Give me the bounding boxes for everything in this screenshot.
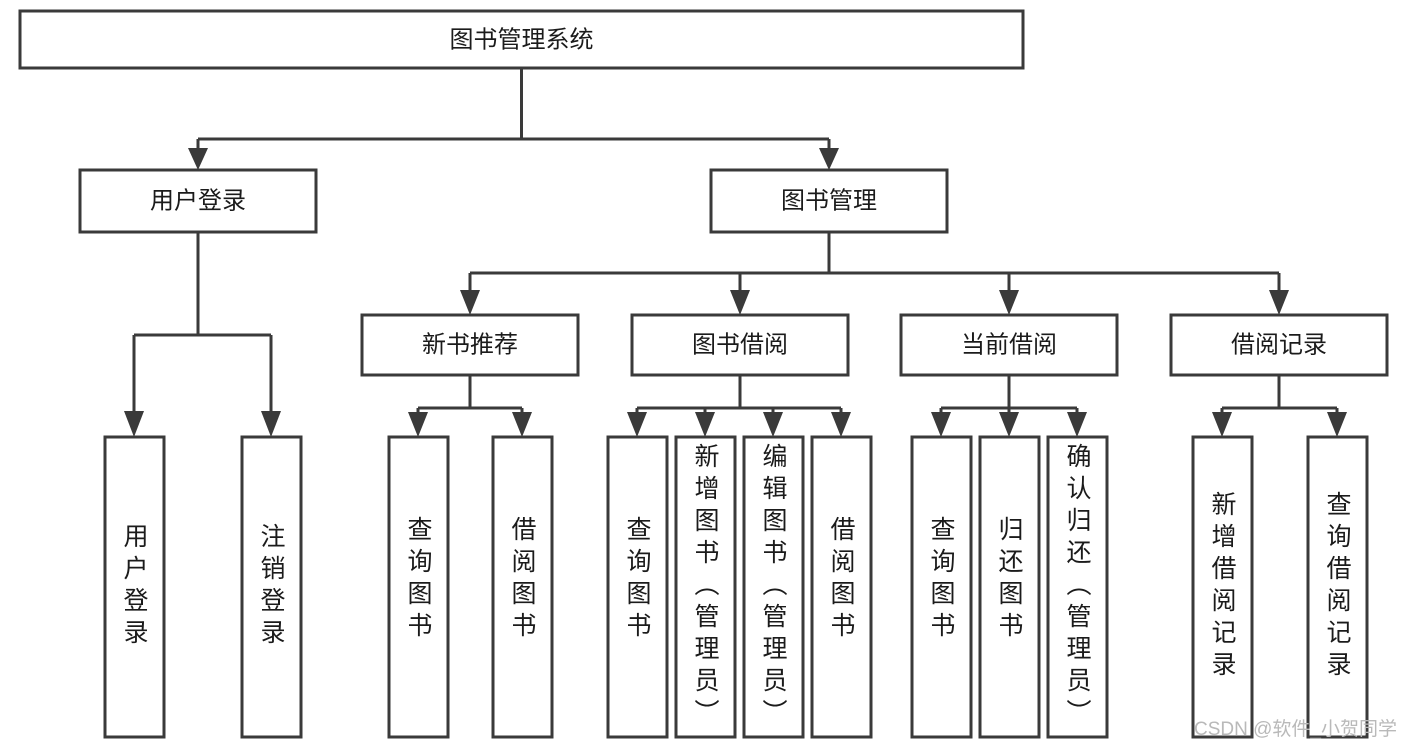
node-leaf-logout-login-label: 注销登录 (257, 523, 286, 651)
node-borrow-record-box (1169, 313, 1389, 377)
node-leaf-return-book[interactable]: 归还图书 (978, 435, 1041, 739)
node-leaf-confirm-return[interactable]: 确认归还（管理员） (1046, 435, 1109, 739)
node-leaf-edit-book[interactable]: 编辑图书（管理员） (742, 435, 805, 739)
arrow-head-book-borrow (730, 290, 750, 315)
node-leaf-query-book-1-box (387, 435, 450, 739)
arrow-head-leaf-return-book (999, 412, 1019, 437)
node-leaf-confirm-return-label: 确认归还（管理员） (1063, 443, 1092, 731)
node-current-borrow[interactable]: 当前借阅 (899, 313, 1119, 377)
node-leaf-return-book-label: 归还图书 (995, 516, 1024, 644)
node-root-box (18, 9, 1025, 70)
node-borrow-record-label: 借阅记录 (1231, 331, 1327, 358)
arrow-head-borrow-record (1269, 290, 1289, 315)
node-leaf-borrow-book-2-label: 借阅图书 (827, 516, 856, 644)
node-user-login[interactable]: 用户登录 (78, 168, 318, 234)
node-leaf-query-book-1-label: 查询图书 (404, 516, 433, 644)
node-leaf-query-borrow-record-label: 查询借阅记录 (1323, 491, 1352, 683)
arrow-head-leaf-logout-login (261, 411, 281, 437)
node-leaf-user-login-label: 用户登录 (120, 523, 149, 651)
node-new-book-recommend-box (360, 313, 580, 377)
arrow-head-leaf-user-login (124, 411, 144, 437)
node-book-borrow-box (630, 313, 850, 377)
node-book-management-box (709, 168, 949, 234)
node-leaf-query-book-2-box (606, 435, 669, 739)
node-leaf-return-book-box (978, 435, 1041, 739)
node-leaf-query-book-2-label: 查询图书 (623, 516, 652, 644)
node-leaf-borrow-book-1-label: 借阅图书 (508, 516, 537, 644)
node-leaf-borrow-book-1-box (491, 435, 554, 739)
node-leaf-user-login-box (103, 435, 166, 739)
node-leaf-query-book-1[interactable]: 查询图书 (387, 435, 450, 739)
node-leaf-edit-book-label: 编辑图书（管理员） (759, 443, 788, 731)
arrow-head-leaf-borrow-book-1 (512, 412, 532, 437)
arrow-head-leaf-confirm-return (1067, 412, 1087, 437)
node-root-system[interactable]: 图书管理系统 (18, 9, 1025, 70)
node-user-login-box (78, 168, 318, 234)
node-book-borrow[interactable]: 图书借阅 (630, 313, 850, 377)
node-leaf-borrow-book-2[interactable]: 借阅图书 (810, 435, 873, 739)
arrow-head-leaf-add-book (695, 412, 715, 437)
arrow-head-leaf-query-book-1 (408, 412, 428, 437)
arrow-head-leaf-edit-book (763, 412, 783, 437)
node-leaf-confirm-return-box (1046, 435, 1109, 739)
arrow-head-user-login (188, 148, 208, 170)
arrow-head-current-borrow (999, 290, 1019, 315)
arrow-head-leaf-query-book-2 (627, 412, 647, 437)
arrow-head-book-management (819, 148, 839, 170)
node-leaf-add-borrow-record-box (1191, 435, 1254, 739)
node-leaf-query-book-3[interactable]: 查询图书 (910, 435, 973, 739)
node-leaf-borrow-book-2-box (810, 435, 873, 739)
arrow-head-leaf-add-borrow-record (1212, 412, 1232, 437)
node-leaf-logout-login[interactable]: 注销登录 (240, 435, 303, 739)
node-current-borrow-box (899, 313, 1119, 377)
node-user-login-label: 用户登录 (150, 187, 246, 214)
node-leaf-query-book-3-label: 查询图书 (927, 516, 956, 644)
node-leaf-add-book-box (674, 435, 737, 739)
node-book-borrow-label: 图书借阅 (692, 331, 788, 358)
node-leaf-borrow-book-1[interactable]: 借阅图书 (491, 435, 554, 739)
connector-layer (124, 68, 1347, 437)
node-root-label: 图书管理系统 (450, 26, 594, 53)
node-book-management-label: 图书管理 (781, 187, 877, 214)
node-leaf-query-book-2[interactable]: 查询图书 (606, 435, 669, 739)
node-current-borrow-label: 当前借阅 (961, 331, 1057, 358)
node-leaf-add-book[interactable]: 新增图书（管理员） (674, 435, 737, 739)
arrow-head-leaf-query-book-3 (931, 412, 951, 437)
node-new-book-recommend[interactable]: 新书推荐 (360, 313, 580, 377)
arrow-head-leaf-borrow-book-2 (831, 412, 851, 437)
node-leaf-add-book-label: 新增图书（管理员） (691, 443, 720, 731)
node-leaf-query-borrow-record[interactable]: 查询借阅记录 (1306, 435, 1369, 739)
node-leaf-edit-book-box (742, 435, 805, 739)
node-leaf-query-borrow-record-box (1306, 435, 1369, 739)
node-leaf-add-borrow-record-label: 新增借阅记录 (1208, 491, 1237, 683)
node-borrow-record[interactable]: 借阅记录 (1169, 313, 1389, 377)
node-leaf-add-borrow-record[interactable]: 新增借阅记录 (1191, 435, 1254, 739)
node-leaf-user-login[interactable]: 用户登录 (103, 435, 166, 739)
node-new-book-recommend-label: 新书推荐 (422, 331, 518, 358)
node-leaf-logout-login-box (240, 435, 303, 739)
arrow-head-leaf-query-borrow-record (1327, 412, 1347, 437)
arrow-head-new-book-recommend (460, 290, 480, 315)
node-leaf-query-book-3-box (910, 435, 973, 739)
node-book-management[interactable]: 图书管理 (709, 168, 949, 234)
